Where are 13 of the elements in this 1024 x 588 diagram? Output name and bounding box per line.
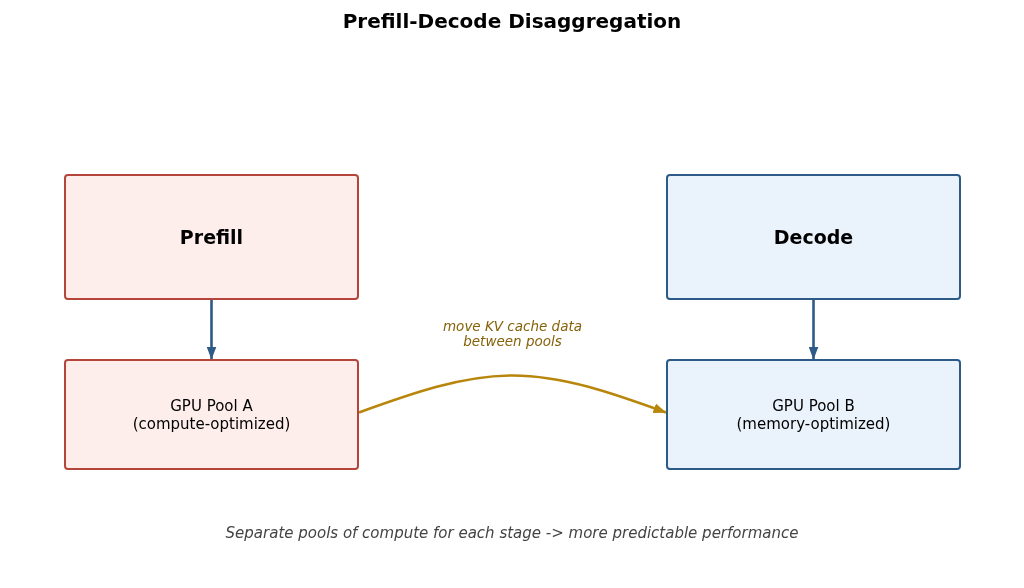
- diagram-title: Prefill-Decode Disaggregation: [342, 9, 682, 33]
- arrow: [358, 374, 667, 414]
- process-box: [666, 359, 961, 470]
- box-heading: Prefill: [179, 225, 244, 249]
- box-label: GPU Pool B (memory-optimized): [735, 396, 892, 433]
- arrow: [206, 300, 217, 360]
- process-box: [64, 359, 359, 470]
- diagram-caption: Separate pools of compute for each stage -> more predictable performance: [225, 524, 799, 542]
- box-label: GPU Pool A (compute-optimized): [131, 396, 292, 433]
- process-box: [666, 174, 961, 300]
- arrow: [808, 300, 819, 360]
- box-heading: Decode: [773, 225, 854, 249]
- process-box: [64, 174, 359, 300]
